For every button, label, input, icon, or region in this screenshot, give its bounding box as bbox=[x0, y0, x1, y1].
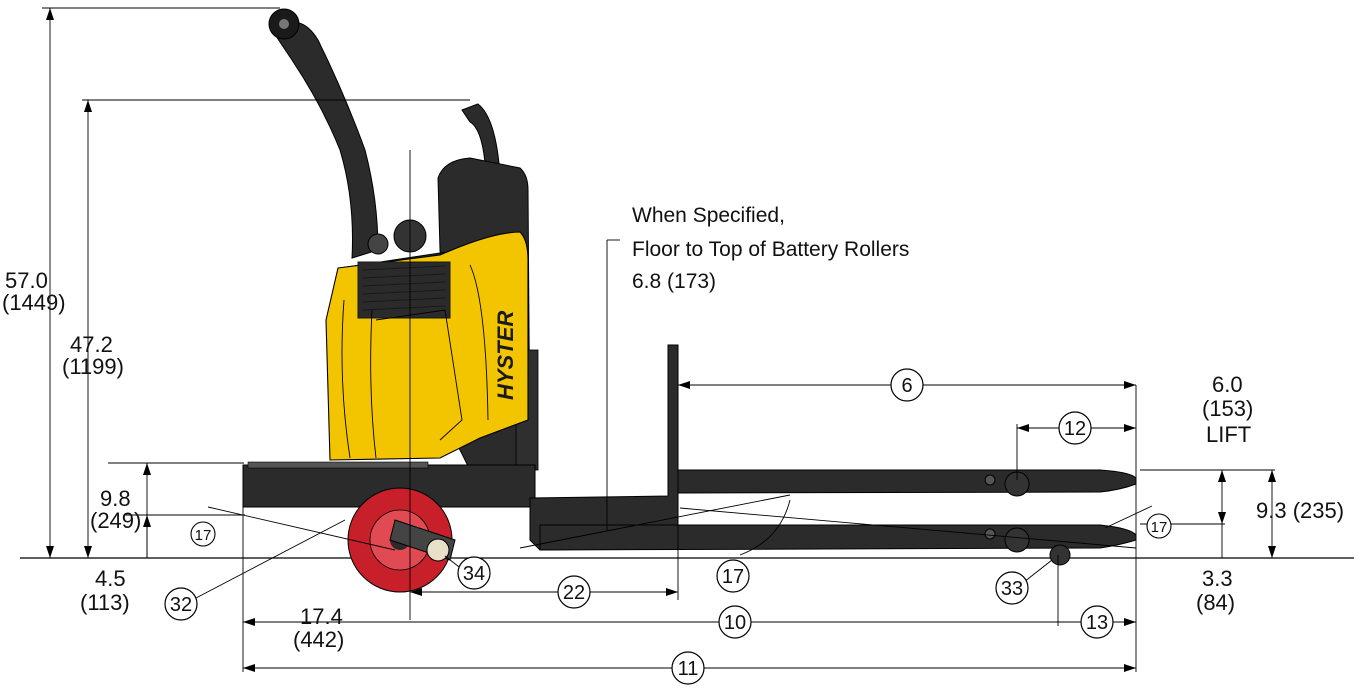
pallet-truck-drawing: HYSTER bbox=[242, 8, 1137, 593]
brand-logo: HYSTER bbox=[493, 311, 518, 400]
callout-13: 13 bbox=[1080, 605, 1114, 639]
callout-10: 10 bbox=[718, 605, 752, 639]
overall-height-metric: (1449) bbox=[2, 290, 66, 315]
fork-height-value: 9.3 (235) bbox=[1256, 498, 1344, 523]
callout-17-right: 17 bbox=[1146, 513, 1172, 539]
svg-text:22: 22 bbox=[563, 582, 585, 604]
callout-32: 32 bbox=[164, 587, 198, 621]
callouts: 6 12 17 17 17 22 32 34 bbox=[164, 368, 1172, 685]
svg-text:10: 10 bbox=[724, 612, 746, 634]
callout-17-middle: 17 bbox=[716, 559, 750, 593]
dimension-lines bbox=[42, 7, 1275, 672]
svg-text:17: 17 bbox=[1151, 519, 1168, 536]
lift-word: LIFT bbox=[1206, 422, 1251, 447]
platform-low-value: 4.5 bbox=[95, 566, 126, 591]
annotation-line1: When Specified, bbox=[632, 204, 785, 227]
fork-lowered-metric: (84) bbox=[1196, 590, 1235, 615]
callout-17-left: 17 bbox=[190, 521, 216, 547]
dimension-labels: 57.0 (1449) 47.2 (1199) 9.8 (249) 4.5 (1… bbox=[2, 204, 1344, 652]
platform-to-axle-value: 17.4 bbox=[300, 604, 343, 629]
fork-lowered-value: 3.3 bbox=[1202, 566, 1233, 591]
callout-34: 34 bbox=[457, 556, 491, 590]
callout-11: 11 bbox=[671, 651, 705, 685]
platform-low-metric: (113) bbox=[80, 590, 130, 615]
lift-metric: (153) bbox=[1202, 396, 1253, 421]
platform-to-axle-metric: (442) bbox=[293, 627, 344, 652]
lower-fork bbox=[539, 524, 1137, 551]
grille bbox=[357, 261, 451, 319]
handle-height-metric: (1199) bbox=[62, 354, 124, 379]
svg-text:34: 34 bbox=[463, 563, 485, 585]
callout-12: 12 bbox=[1058, 411, 1092, 445]
svg-text:11: 11 bbox=[678, 658, 699, 680]
handle-height-value: 47.2 bbox=[70, 332, 113, 357]
svg-text:32: 32 bbox=[170, 594, 192, 616]
callout-6: 6 bbox=[890, 368, 924, 402]
svg-text:17: 17 bbox=[195, 527, 212, 544]
callout-22: 22 bbox=[557, 575, 591, 609]
fork-frame bbox=[529, 344, 679, 551]
platform-height-value: 9.8 bbox=[100, 486, 131, 511]
platform-height-metric: (249) bbox=[90, 508, 141, 533]
svg-text:6: 6 bbox=[901, 375, 912, 397]
callout-33: 33 bbox=[995, 571, 1029, 605]
upper-fork bbox=[677, 469, 1137, 494]
svg-text:17: 17 bbox=[722, 566, 744, 588]
lift-value: 6.0 bbox=[1212, 372, 1243, 397]
annotation-line2: Floor to Top of Battery Rollers bbox=[632, 238, 909, 261]
caster-wheel bbox=[426, 538, 450, 562]
svg-text:12: 12 bbox=[1064, 418, 1086, 440]
svg-text:33: 33 bbox=[1001, 578, 1023, 600]
svg-text:13: 13 bbox=[1086, 612, 1108, 634]
annotation-line3: 6.8 (173) bbox=[632, 270, 716, 293]
tiller-arm bbox=[271, 21, 379, 259]
arrowheads bbox=[46, 8, 1276, 672]
overall-height-value: 57.0 bbox=[5, 268, 48, 293]
